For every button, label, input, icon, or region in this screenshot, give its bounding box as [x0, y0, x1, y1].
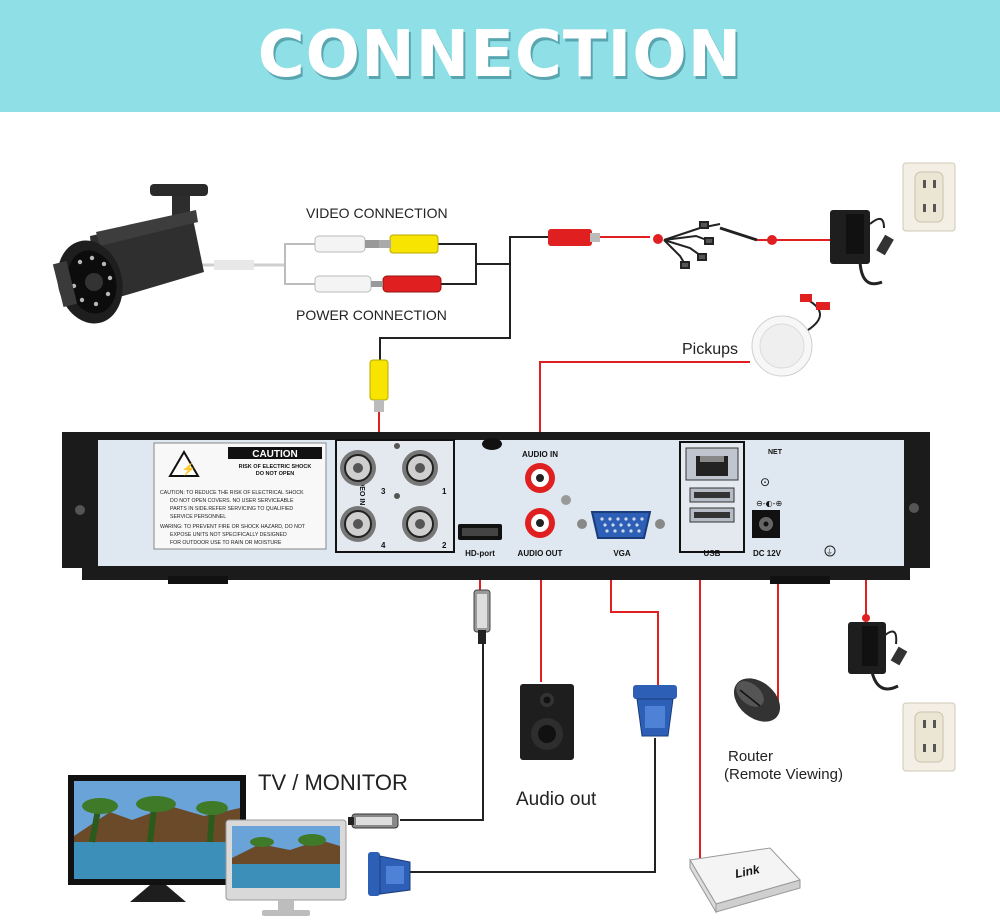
caution-title: CAUTION	[252, 449, 298, 460]
warning-text: CAUTION: TO REDUCE THE RISK OF ELECTRICA…	[160, 490, 306, 546]
svg-text:VGA: VGA	[613, 549, 631, 558]
hdmi-plug-monitor	[348, 813, 399, 829]
bnc-port-3	[340, 450, 376, 486]
pickups-wire	[539, 361, 750, 462]
router-sub-label: (Remote Viewing)	[724, 766, 843, 783]
header-banner: CONNECTION	[0, 0, 1000, 112]
bullet-camera	[52, 184, 254, 324]
caution-label: ⚡ CAUTION RISK OF ELECTRIC SHOCK DO NOT …	[153, 442, 327, 550]
video-wire	[438, 243, 477, 285]
svg-text:DO NOT OPEN COVERS. NO USER SE: DO NOT OPEN COVERS. NO USER SERVICEABLE	[170, 498, 294, 504]
svg-text:1: 1	[442, 487, 447, 496]
svg-text:EXPOSE UNITS NOT SPECIFICALLY: EXPOSE UNITS NOT SPECIFICALLY DESIGNED	[170, 532, 287, 538]
router-label: Router	[728, 748, 774, 765]
svg-text:⊙: ⊙	[760, 475, 770, 489]
wall-outlet-bottom	[902, 702, 956, 772]
net-usb-ports: USB NET ⊙ ⊖-◐-⊕ DC 12V ⏚	[679, 441, 836, 558]
power-splitter	[663, 221, 758, 269]
svg-text:AUDIO IN: AUDIO IN	[522, 450, 558, 459]
svg-text:USB: USB	[704, 549, 721, 558]
svg-text:2: 2	[442, 541, 447, 550]
svg-text:PARTS IN SIDE.REFER SERVICING: PARTS IN SIDE.REFER SERVICING TO QUALIFI…	[170, 506, 293, 512]
svg-text:DO NOT OPEN: DO NOT OPEN	[256, 471, 295, 477]
hd-port: HD-port	[458, 524, 502, 558]
dc-power-plug	[548, 229, 600, 246]
svg-text:DC 12V: DC 12V	[753, 549, 782, 558]
svg-text:4: 4	[381, 541, 386, 550]
router-brand: Link	[734, 862, 762, 881]
svg-text:RISK OF ELECTRIC SHOCK: RISK OF ELECTRIC SHOCK	[239, 464, 312, 470]
bnc-port-1	[402, 450, 438, 486]
svg-text:SERVICE PERSONNEL: SERVICE PERSONNEL	[170, 514, 226, 520]
audio-ports: AUDIO IN AUDIO OUT	[518, 450, 571, 558]
video-connection-label: VIDEO CONNECTION	[306, 205, 448, 221]
pc-monitor	[225, 819, 347, 916]
svg-text:CAUTION: TO REDUCE THE RISK OF: CAUTION: TO REDUCE THE RISK OF ELECTRICA…	[160, 490, 304, 496]
tv-monitor-label: TV / MONITOR	[258, 770, 408, 795]
tv-monitor	[68, 775, 246, 902]
pickups-label: Pickups	[682, 341, 739, 358]
usb-mouse	[733, 678, 781, 722]
vga-plug-monitor	[368, 852, 411, 896]
wall-outlet-top	[902, 162, 956, 232]
yellow-video-plug	[369, 359, 389, 412]
video-in-ports: VIDEO IN 3 1 4 2	[335, 439, 455, 553]
power-connection-label: POWER CONNECTION	[296, 307, 447, 323]
hdmi-plug	[473, 589, 491, 644]
bnc-port-2	[402, 506, 438, 542]
vga-plug	[633, 685, 677, 737]
router: Link	[689, 847, 801, 914]
power-adapter-top	[830, 210, 894, 286]
vga-port: VGA	[577, 511, 665, 558]
svg-text:3: 3	[381, 487, 386, 496]
svg-text:HD-port: HD-port	[465, 549, 495, 558]
vga-wire	[610, 565, 659, 685]
svg-text:⚡: ⚡	[181, 462, 196, 476]
banner-title: CONNECTION	[257, 18, 743, 92]
svg-text:FOR OUTDOOR USE TO RAIN OR MOI: FOR OUTDOOR USE TO RAIN OR MOISTURE	[170, 540, 282, 546]
svg-text:⊖-◐-⊕: ⊖-◐-⊕	[756, 499, 782, 508]
speaker	[520, 684, 574, 760]
power-adapter-bottom	[848, 622, 908, 691]
svg-text:AUDIO OUT: AUDIO OUT	[518, 549, 563, 558]
bnc-port-4	[340, 506, 376, 542]
svg-text:WARING: TO PREVENT FIRE OR SHO: WARING: TO PREVENT FIRE OR SHOCK HAZARD,…	[160, 524, 306, 530]
svg-text:VIDEO IN: VIDEO IN	[358, 475, 365, 506]
pickups-microphone	[751, 294, 830, 377]
audio-out-label: Audio out	[516, 789, 597, 810]
wires	[196, 236, 867, 873]
rca-plugs	[314, 234, 442, 293]
svg-text:NET: NET	[768, 449, 783, 456]
svg-text:⏚: ⏚	[826, 548, 833, 556]
